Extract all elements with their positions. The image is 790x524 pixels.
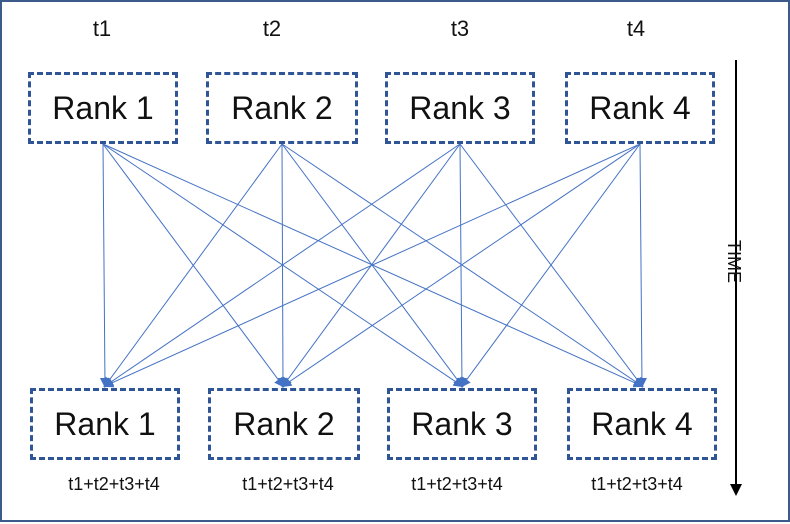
edge-rank-2-to-rank-1 [103,143,283,388]
target-rank-2: Rank 2 [208,388,360,460]
time-label-t4: t4 [626,16,646,41]
target-rank-4: Rank 4 [567,388,717,460]
source-rank-2: Rank 2 [206,72,358,144]
time-label-t2: t2 [262,16,282,41]
edge-rank-4-to-rank-1 [103,143,641,388]
source-rank-1: Rank 1 [28,72,178,144]
target-rank-1: Rank 1 [30,388,180,460]
edge-rank-1-to-rank-1 [99,143,110,388]
sum-label-rank-2: t1+t2+t3+t4 [242,474,334,494]
time-label-t1: t1 [92,16,112,41]
sum-label-rank-1: t1+t2+t3+t4 [68,474,160,494]
target-rank-3: Rank 3 [387,388,537,460]
time-axis-label: TIME [724,240,744,283]
source-rank-3: Rank 3 [385,72,535,144]
source-rank-4: Rank 4 [565,72,715,144]
edge-rank-3-to-rank-1 [103,143,461,388]
edge-rank-4-to-rank-3 [460,143,641,388]
sum-label-rank-3: t1+t2+t3+t4 [411,474,503,494]
edge-group [99,143,647,388]
time-label-t3: t3 [450,16,470,41]
edge-rank-4-to-rank-2 [281,143,641,388]
edge-rank-4-to-rank-4 [636,143,647,388]
sum-label-rank-4: t1+t2+t3+t4 [591,474,683,494]
